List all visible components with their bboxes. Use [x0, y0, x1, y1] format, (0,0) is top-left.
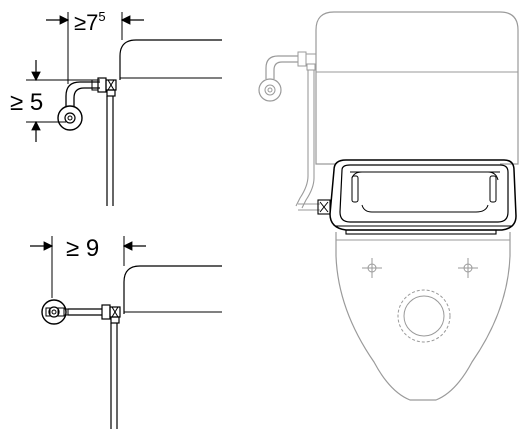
dimension-label-bottom: ≥ 9: [66, 235, 99, 262]
dimension-left-vertical: ≥ 5: [10, 60, 100, 142]
detail-top-left: ≥75 ≥ 5: [10, 9, 222, 206]
angle-valve-top: [57, 77, 117, 131]
angle-valve-wall: [258, 51, 317, 102]
cistern-outline: [315, 11, 519, 165]
feed-hose: [295, 70, 309, 207]
shower-seat-unit: [317, 159, 517, 235]
detail-bottom-left: ≥ 9: [30, 235, 222, 429]
dimension-top-horizontal: ≥75: [46, 9, 144, 84]
dimension-bottom-horizontal: ≥ 9: [30, 235, 146, 298]
fixing-right: [458, 258, 478, 278]
bowl-outlet: [397, 289, 451, 343]
toilet-bowl: [335, 232, 511, 401]
dimension-label-top: ≥75: [74, 9, 106, 35]
fixing-left: [362, 258, 382, 278]
feed-hose-outer: [301, 70, 315, 209]
tank-outline-top: [119, 39, 222, 80]
tank-outline-bottom: [123, 265, 222, 314]
dimension-label-left: ≥ 5: [10, 89, 43, 116]
angle-valve-bottom: [41, 299, 121, 325]
toilet-assembly: [258, 11, 519, 401]
hose-bottom: [110, 323, 118, 429]
hose-top: [106, 96, 114, 206]
